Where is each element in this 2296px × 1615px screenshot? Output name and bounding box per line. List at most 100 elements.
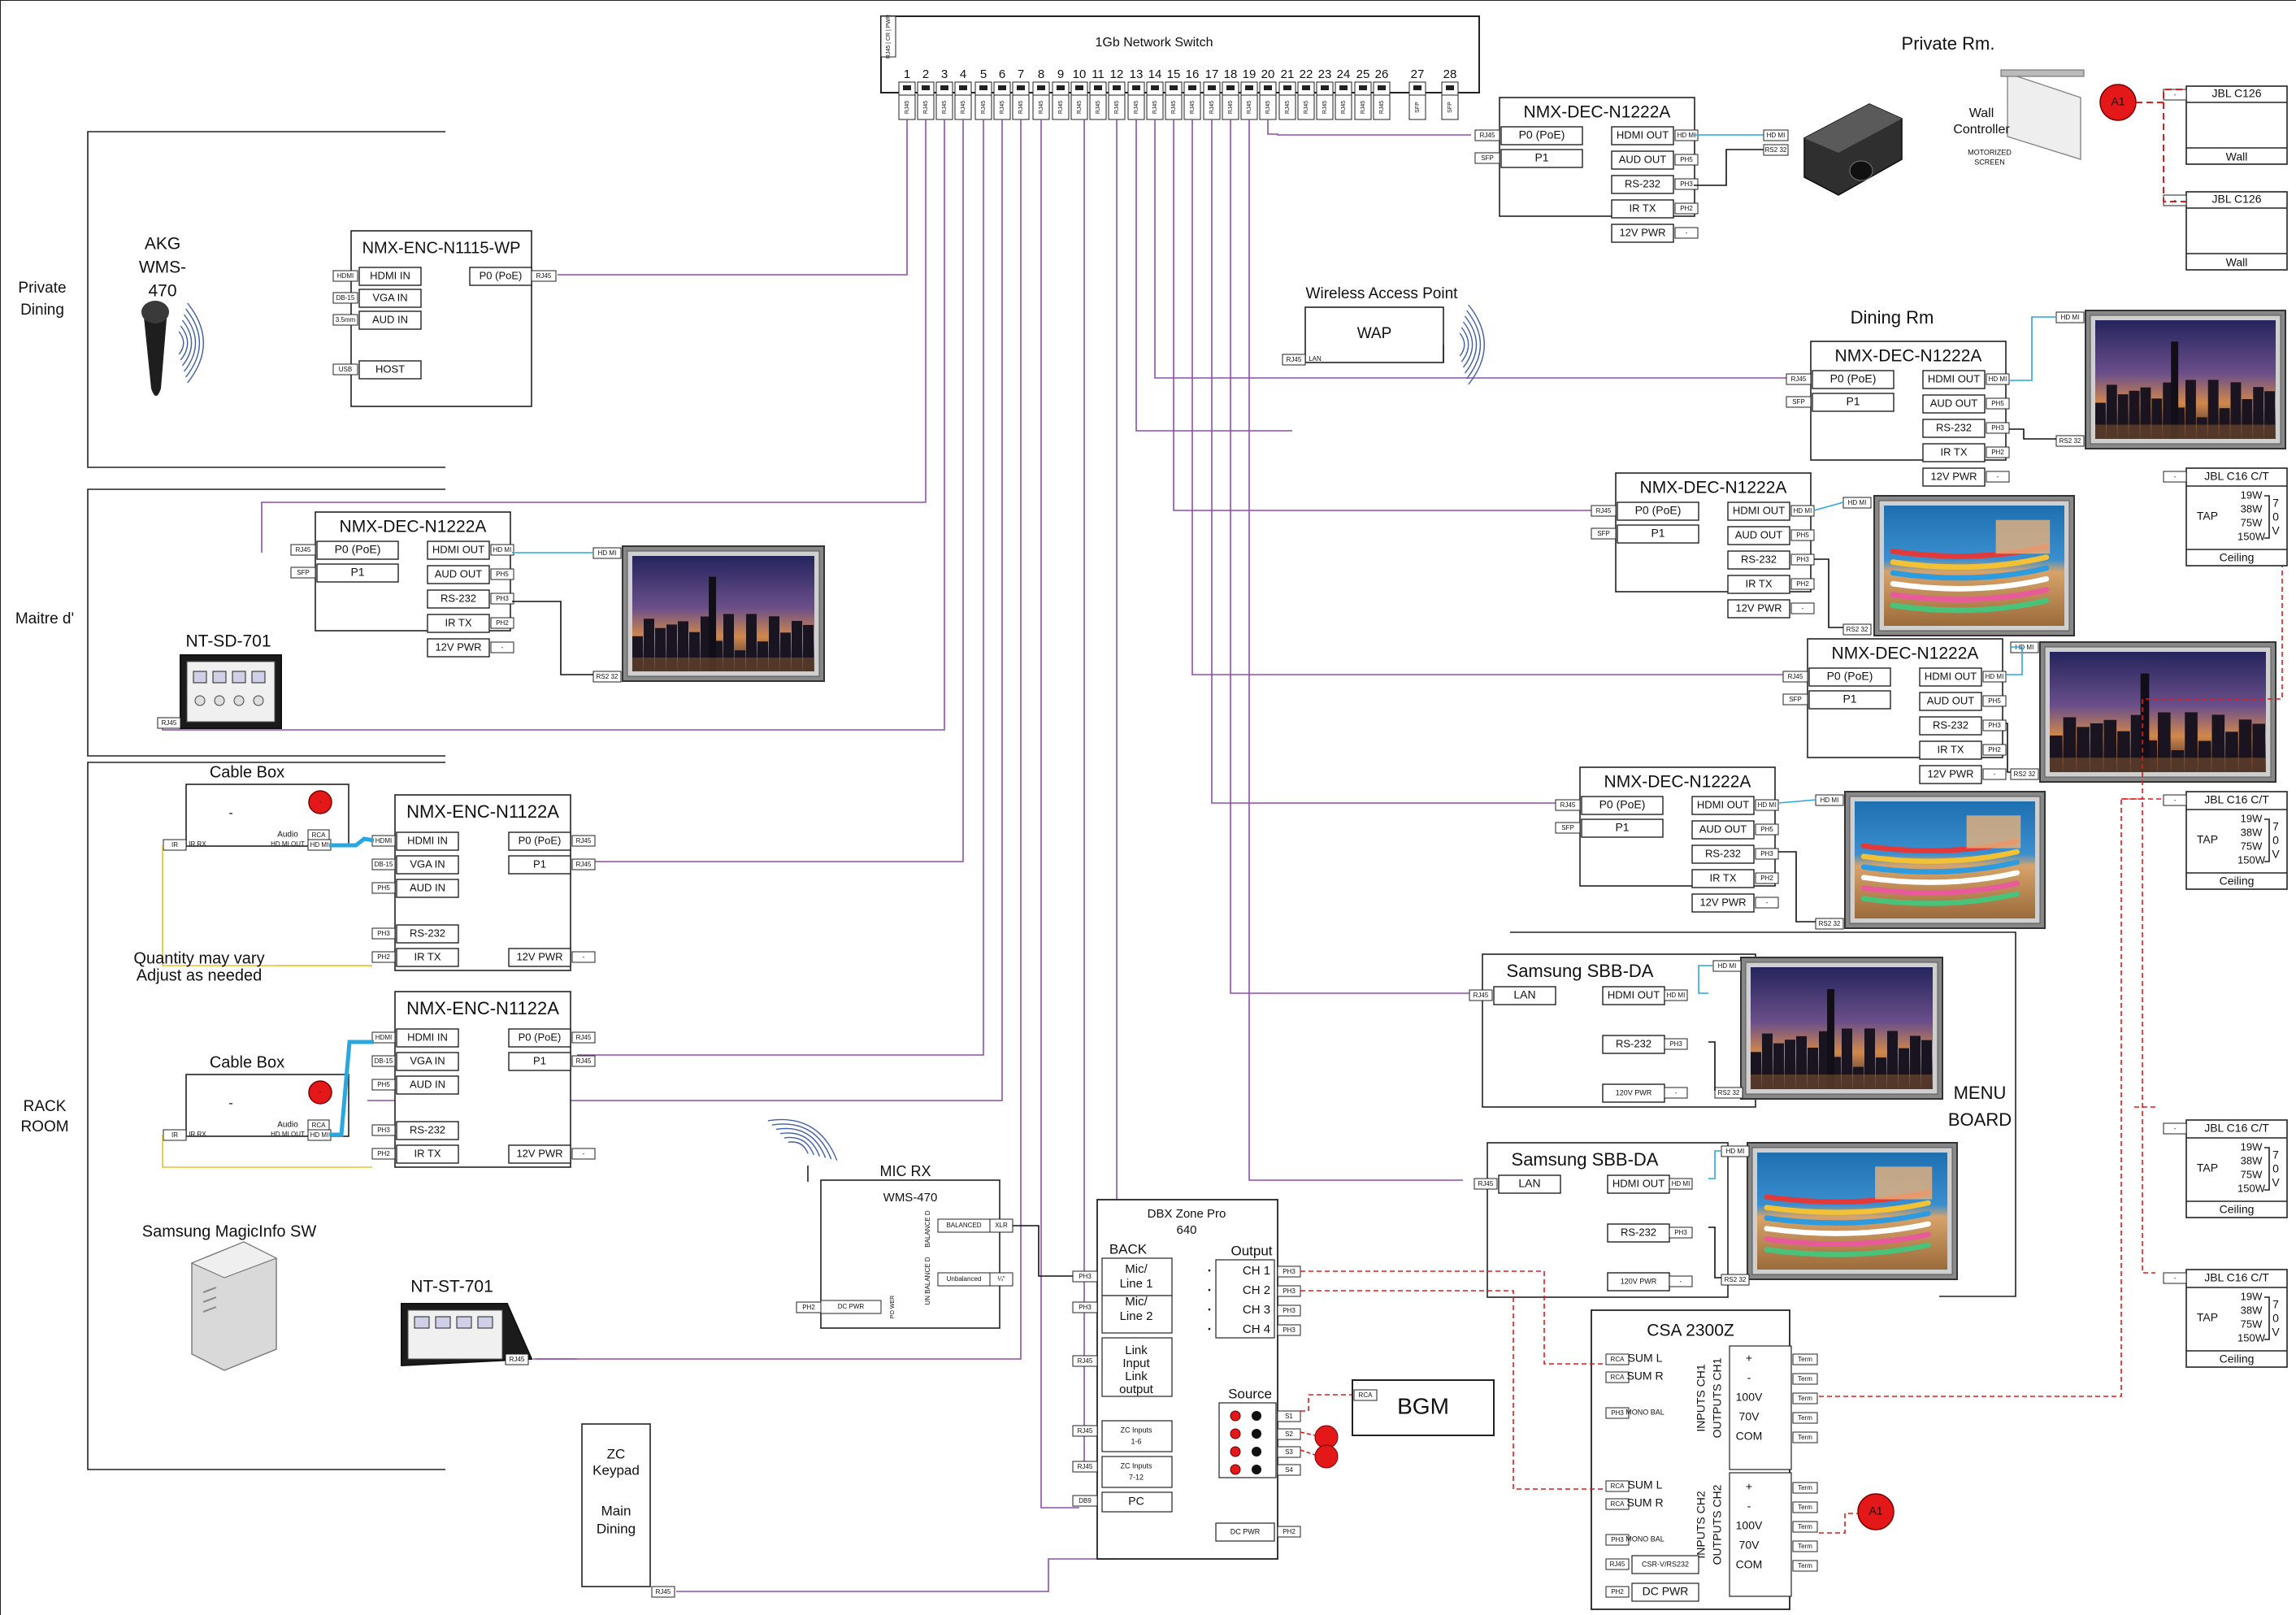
cable-box-1-hdmiout: HD MI OUT — [271, 840, 305, 848]
encoder-2-ltag-2 — [371, 1079, 396, 1091]
switch-port-jack-3 — [940, 85, 948, 90]
dbx-ch-dot-3: • — [1208, 1326, 1211, 1335]
encoder-2-12V PWR — [508, 1144, 571, 1164]
decoder-dining-1-rtag-2 — [1986, 422, 2010, 434]
decoder-dining-4-12V PWR — [1691, 893, 1755, 913]
amp-t2-4 — [1792, 1560, 1818, 1572]
speaker-ceiling-4-brace — [2264, 1296, 2270, 1340]
rs232-d2 — [1814, 558, 1843, 628]
dbx-zc1 — [1101, 1420, 1173, 1452]
display-maitre-tower — [803, 624, 814, 671]
touch-sd-btn — [233, 695, 245, 706]
decoder-dining-1-12V PWR — [1922, 467, 1986, 487]
switch-port-num-28: 28 — [1443, 67, 1457, 81]
touch-st-tag-text: RJ45 — [510, 1356, 525, 1363]
switch-port-type-20: RJ45 — [1265, 101, 1271, 114]
cable-box-2-irtag — [163, 1129, 187, 1141]
display-maitre-rstag — [592, 671, 622, 683]
decoder-private-12V PWR — [1611, 224, 1674, 243]
display-m2-rstag — [1721, 1274, 1750, 1286]
decoder-maitre-AUD OUT-label: AUD OUT — [435, 567, 483, 580]
amp-t2-2 — [1792, 1521, 1818, 1533]
decoder-dining-3-RS-232-label: RS-232 — [1933, 719, 1968, 731]
display-dining-3-tower — [2063, 717, 2077, 772]
switch-port-num-14: 14 — [1148, 67, 1162, 81]
speaker-wall-1-foot: Wall — [2226, 150, 2248, 163]
samsung-2-lantag — [1474, 1178, 1498, 1190]
switch-port-label-22 — [1297, 94, 1315, 120]
encoder-2-ltag-0 — [371, 1031, 396, 1044]
mic-rx-waves-arc — [788, 1141, 809, 1154]
decoder-dining-1-IR TX — [1922, 443, 1986, 462]
encoder-2-P1-label: P1 — [533, 1054, 546, 1066]
encoder-1-VGA IN — [396, 855, 459, 875]
room-private-rm: Private Rm. — [1902, 33, 1995, 54]
speaker-ceiling-2-tap: TAP — [2197, 833, 2218, 846]
samsung-2-pwr-label: 120V PWR — [1621, 1277, 1657, 1285]
amp-ch2-tag-2 — [1605, 1534, 1630, 1546]
decoder-dining-2-rtag-3 — [1790, 578, 1815, 590]
encoder-2-P0 (PoE)-label: P0 (PoE) — [519, 1031, 562, 1043]
mic-rx-dc-t: DC PWR — [838, 1303, 865, 1310]
decoder-dining-2-P0 (PoE)-label: P0 (PoE) — [1635, 504, 1682, 517]
samsung-1-hdmi-label: HDMI OUT — [1608, 988, 1660, 1001]
display-dining-1-tower — [2163, 382, 2174, 439]
amp-o2-2: 100V — [1736, 1519, 1763, 1532]
speaker-ceiling-4-tag — [2163, 1272, 2187, 1284]
display-dining-3-tower — [2185, 712, 2198, 772]
decoder-private-tag-0-text: RJ45 — [1480, 132, 1495, 139]
decoder-dining-4-title: NMX-DEC-N1222A — [1604, 773, 1751, 792]
dbx-ph3-2-text: PH3 — [1079, 1304, 1092, 1311]
switch-title: 1Gb Network Switch — [1096, 36, 1213, 50]
decoder-private-HDMI OUT-label: HDMI OUT — [1617, 128, 1669, 141]
switch-port-jack-1 — [903, 85, 911, 90]
display-menu-2 — [1747, 1142, 1958, 1280]
dbx-zc1-tag — [1072, 1425, 1098, 1437]
decoder-dining-2-rtag-0-text: HD MI — [1794, 507, 1812, 514]
display-dining-3-tower — [2158, 712, 2171, 772]
speaker-ceiling-3-v2: V — [2272, 1176, 2280, 1189]
projector-lens — [1849, 160, 1873, 181]
display-dining-3-tower — [2117, 731, 2130, 772]
microphone-grille — [141, 301, 169, 323]
switch-port-type-1: RJ45 — [905, 101, 910, 114]
switch-port-type-4: RJ45 — [961, 101, 966, 114]
display-menu-1-tower — [1785, 1040, 1795, 1089]
samsung-2-lan — [1498, 1174, 1561, 1194]
encoder-1-ltag-0-text: HDMI — [375, 837, 392, 844]
decoder-dining-3-rtag-0 — [1982, 671, 2007, 683]
touch-sd-btn — [194, 695, 206, 706]
encoder-1-HDMI IN-label: HDMI IN — [407, 834, 448, 846]
decoder-dining-4-P0 (PoE) — [1581, 796, 1664, 815]
speaker-ceiling-4-v0: 7 — [2272, 1298, 2279, 1311]
decoder-dining-3-tag-1-text: SFP — [1789, 696, 1802, 703]
display-maitre-rstag-text: RS2 32 — [597, 673, 618, 680]
decoder-dining-2-P0 (PoE) — [1617, 501, 1699, 521]
switch-port-jack-26 — [1378, 85, 1386, 90]
decoder-maitre-rtag-3-text: PH2 — [496, 619, 509, 627]
mic-title-2: WMS- — [139, 258, 186, 277]
decoder-dining-1-tag-1-text: SFP — [1792, 398, 1805, 406]
amp-ch1-1: SUM R — [1626, 1370, 1663, 1383]
decoder-dining-3-rtag-2-text: PH3 — [1988, 722, 2001, 729]
amp-in1: INPUTS CH1 — [1695, 1364, 1708, 1431]
display-menu-1 — [1740, 957, 1943, 1100]
speaker-ceiling-4-w3: 150W — [2237, 1331, 2266, 1344]
speaker-ceiling-2-foot: Ceiling — [2220, 875, 2255, 888]
decoder-dining-4-IR TX — [1691, 869, 1755, 888]
encoder-wp-title: NMX-ENC-N1115-WP — [362, 239, 521, 257]
amp-ch2-tag-0-text: RCA — [1611, 1483, 1625, 1490]
display-dining-2-boat — [1890, 554, 2050, 571]
display-menu-1-tower — [1921, 1040, 1932, 1089]
encoder-2-RS-232-label: RS-232 — [410, 1123, 445, 1135]
switch-port-jack-8 — [1037, 85, 1045, 90]
switch-port-type-19: RJ45 — [1247, 101, 1252, 114]
switch-port-jack-12 — [1113, 85, 1121, 90]
dbx-output-box — [1215, 1259, 1275, 1339]
encoder-1-P1-label: P1 — [533, 857, 546, 870]
decoder-maitre-P0 (PoE) — [316, 541, 399, 560]
